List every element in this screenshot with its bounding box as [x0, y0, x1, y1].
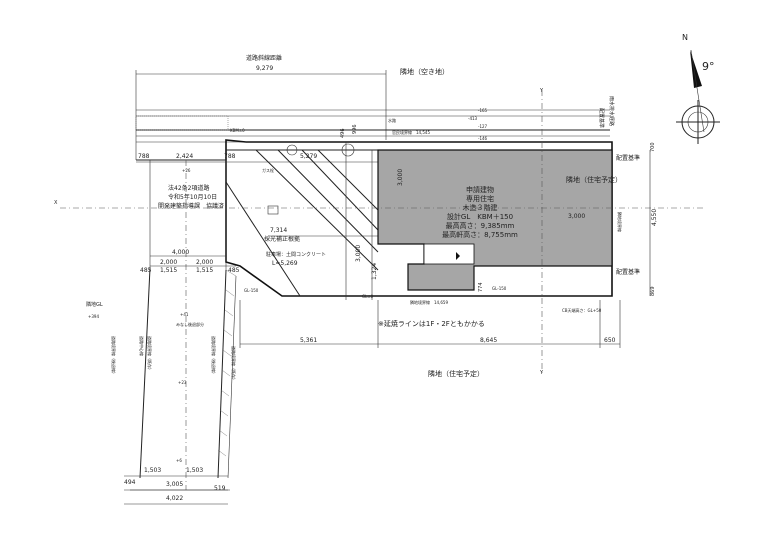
dim-label: 1,503	[144, 467, 161, 474]
official-boundary-label: 官民境界線 14,545	[392, 129, 430, 135]
building-line: 設計GL KBM＋150	[447, 212, 513, 221]
dim-label: 519	[214, 485, 226, 492]
level-mark: -127	[478, 124, 488, 129]
dim-label: 3,005	[166, 481, 183, 488]
dim-label: 3,000	[355, 245, 362, 262]
dim-label: 1,515	[196, 267, 213, 274]
dim-label: 1,324	[371, 263, 378, 280]
building-line: 最高高さ：9,385mm	[446, 221, 515, 230]
dim-label: 996	[352, 124, 358, 134]
dim-label: 8,645	[480, 337, 497, 344]
road-level: +26	[182, 168, 191, 173]
road-line-vertical-label: 道路境界線（既存）	[147, 336, 153, 372]
x-axis-mark: X	[54, 200, 58, 206]
bottom-road-dimensions: 494 1,503 1,503 519 3,005 4,022	[124, 467, 228, 505]
road-level: +6	[176, 458, 182, 463]
dim-label: 700	[650, 142, 656, 152]
building-footprint: 申請建物 専用住宅 木造３階建 設計GL KBM＋150 最高高さ：9,385m…	[377, 149, 613, 291]
level-mark: -146	[478, 136, 488, 141]
neighbor-west-label: 隣地GL	[86, 301, 103, 308]
gl-label: GL-150	[244, 288, 259, 293]
dim-label: 869	[650, 286, 656, 296]
y-axis-mark: Y	[539, 370, 544, 376]
road-date: 令和5年10月10日	[168, 193, 217, 201]
road-notice: 法42条2項道路	[168, 184, 209, 192]
road-line-vertical-label: 道路境界線（既存）	[231, 346, 237, 382]
dim-label: 1,515	[160, 267, 177, 274]
dim-label: 496	[340, 128, 346, 138]
dim-label: 4,000	[172, 249, 189, 256]
gl-minus-label: GL-150	[492, 286, 507, 291]
road-line-vertical-label: 道路境界線（後退線）	[111, 336, 117, 376]
right-side: 隣地（住宅予定） 配置基準 配置基準 700 4,550 869 配置基準 雨水…	[566, 96, 658, 296]
road-setback-dimension: 道路斜線距離 9,279	[135, 54, 387, 160]
dim-label: 788	[224, 153, 236, 160]
placement-label: 配置基準	[616, 268, 640, 276]
dim-label: 3,000	[397, 169, 404, 186]
dim-label: 774	[478, 282, 484, 292]
dim-label: 1,503	[186, 467, 203, 474]
road-area: 法42条2項道路 令和5年10月10日 開発建築指導課 協議済 みなし後退部分 …	[111, 159, 237, 491]
deemed-setback-label: みなし後退部分	[176, 321, 204, 327]
level-mark: -165	[478, 108, 488, 113]
building-line: 木造３階建	[463, 203, 498, 212]
kbm-label-lower: GL±0	[362, 294, 374, 299]
north-letter: N	[682, 33, 688, 42]
dim-label: 485	[228, 267, 240, 274]
dim-label: 4,022	[166, 495, 183, 502]
y-axis-mark: Y	[539, 88, 544, 94]
building-line: 最高軒高さ：8,755mm	[442, 230, 518, 239]
dim-label: 788	[138, 153, 150, 160]
placement-label: 配置基準	[616, 154, 640, 162]
dim-label: 2,000	[160, 259, 177, 266]
cb-height-label: CB天端高さ：GL+50	[562, 307, 602, 313]
road-width-dimensions: 4,000 2,000 2,000 485 1,515 1,515 485	[140, 249, 240, 274]
extension-note: ※延焼ラインは1F・2Fともかかる	[378, 319, 485, 328]
north-arrow-icon: N 9°	[676, 33, 720, 144]
dim-label: 2,424	[176, 153, 193, 160]
east-boundary-label: 隣地境界線	[617, 212, 623, 232]
placement-vertical-label: 配置基準	[598, 108, 605, 128]
neighbor-north-label: 隣地（空き地）	[400, 67, 449, 76]
setback-value: 9,279	[256, 65, 273, 72]
daylight-value: 7,314	[270, 227, 287, 234]
vertical-dimensions: 496 996 3,000 3,000 1,324 774	[340, 124, 484, 300]
daylight-label: 採光補正根拠	[264, 235, 300, 243]
level-mark: -413	[468, 116, 478, 121]
building-line: 専用住宅	[466, 194, 494, 203]
neighbor-south-label: 隣地（住宅予定）	[428, 369, 484, 378]
dim-label: 485	[140, 267, 152, 274]
parking-label: 駐車場：土間コンクリート	[266, 251, 326, 258]
neighbor-east-label: 隣地（住宅予定）	[566, 175, 622, 184]
parking-dist: L=5,269	[272, 260, 298, 267]
dim-label: 494	[124, 479, 136, 486]
gas-valve-label: ガス栓	[262, 167, 274, 173]
road-level: +23	[178, 380, 187, 385]
road-line-vertical-label: 道路中心線	[139, 336, 145, 356]
reference-lines: X Y Y	[54, 88, 706, 376]
dim-label: 4,550	[651, 209, 658, 226]
building-line: 申請建物	[466, 185, 494, 194]
north-angle: 9°	[702, 60, 715, 73]
setback-title: 道路斜線距離	[246, 54, 282, 62]
house-width-label: 3,000	[568, 213, 585, 220]
rain-pipe-label: 雨水排水経路	[608, 96, 615, 126]
west-gl-value: +394	[88, 314, 99, 319]
dim-label: 2,000	[196, 259, 213, 266]
road-line-vertical-label: 道路境界線（後退線）	[211, 336, 217, 376]
neighbor-boundary-label: 隣地境界線 14,659	[410, 299, 448, 305]
road-level: +41	[180, 312, 189, 317]
dim-label: 650	[604, 337, 616, 344]
dim-label: 5,361	[300, 337, 317, 344]
road-dept: 開発建築指導課 協議済	[158, 202, 224, 210]
kbm-label: KBM±0	[230, 128, 245, 133]
water-channel-label: 水路	[388, 117, 396, 123]
bottom-boundary: 隣地境界線 14,659 ※延焼ラインは1F・2Fともかかる CB天端高さ：GL…	[239, 299, 621, 348]
waterway-lines: 水路 官民境界線 14,545 -165 -413 -127 -146 KBM±…	[135, 108, 610, 143]
